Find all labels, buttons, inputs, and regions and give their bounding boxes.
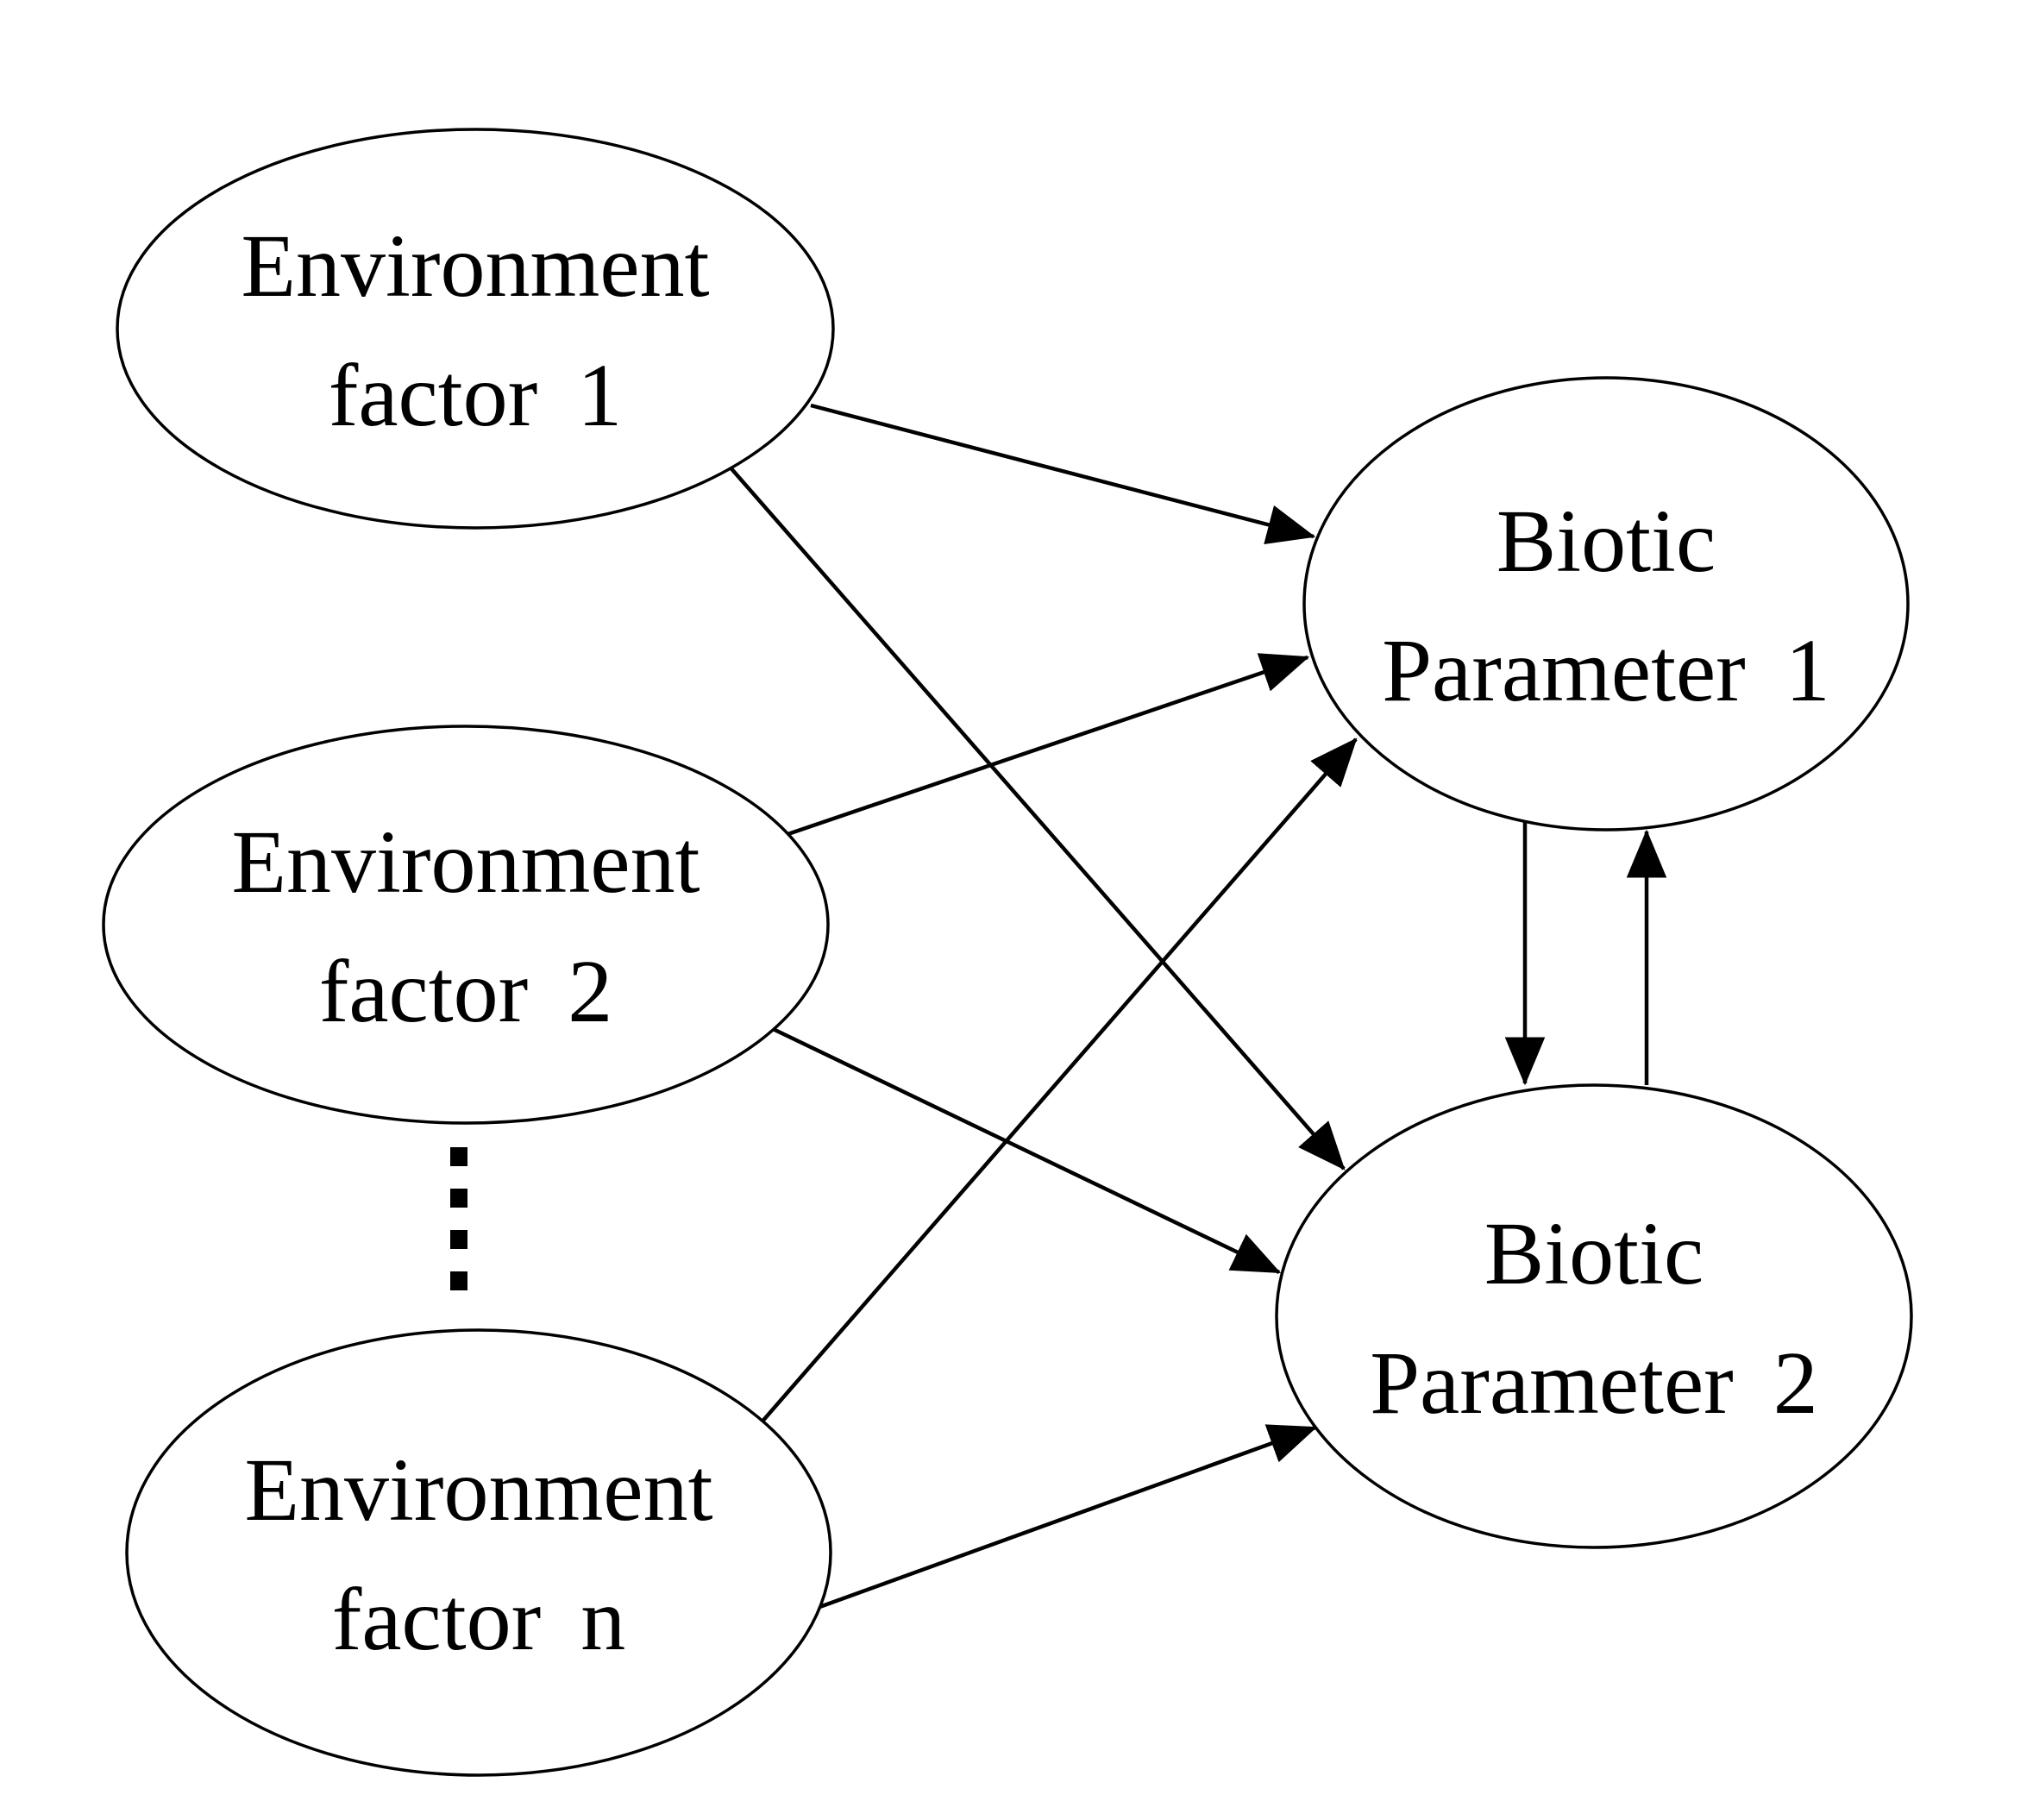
- environment-factor-1-ellipse: [116, 128, 835, 530]
- arrow-ef2-to-bp1: [767, 653, 1310, 844]
- arrow-ef1-to-bp2: [727, 464, 1346, 1170]
- arrow-ef2-to-bp2: [767, 1024, 1282, 1275]
- biotic-parameter-1-ellipse: [1302, 376, 1910, 832]
- arrow-ef1-to-bp1: [810, 403, 1316, 545]
- arrow-efn-to-bp1: [759, 737, 1358, 1425]
- environment-factor-n-ellipse: [125, 1328, 832, 1777]
- arrow-efn-to-bp2: [812, 1424, 1318, 1612]
- environment-factor-2-ellipse: [102, 725, 830, 1125]
- biotic-parameter-2-ellipse: [1275, 1083, 1913, 1549]
